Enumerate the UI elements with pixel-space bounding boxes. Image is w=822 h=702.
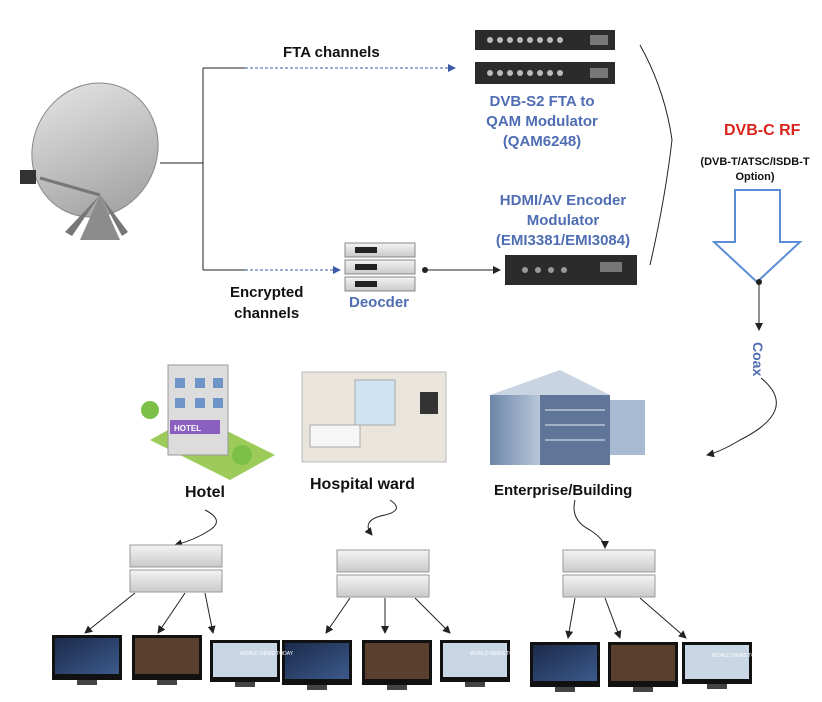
encoder-line1: HDMI/AV Encoder	[499, 192, 627, 209]
television-icon	[52, 635, 752, 692]
hospital-to-stb-arrow	[364, 499, 397, 536]
hospital-ward-photo	[301, 371, 447, 463]
rf-down-arrow	[706, 189, 803, 458]
satellite-dish-icon	[20, 82, 159, 240]
encoder-line2: Modulator	[526, 212, 600, 229]
hotel-to-stb-arrow	[174, 509, 217, 548]
enterprise-building-icon	[490, 370, 645, 465]
signal-lines	[160, 67, 245, 271]
rf-option-line1: (DVB-T/ATSC/ISDB-T	[700, 156, 810, 168]
tv-banner-3: WORLD NEWS TODAY	[712, 653, 766, 659]
tv-banner-2: WORLD NEWS TODAY	[470, 651, 524, 657]
set-top-box-icon	[129, 544, 656, 598]
modulator-line1: DVB-S2 FTA to	[489, 93, 595, 110]
enterprise-to-stb-arrow	[573, 499, 609, 549]
rf-option-label: (DVB-T/ATSC/ISDB-T Option)	[690, 155, 820, 185]
tv-banner-1: WORLD NEWS TODAY	[240, 651, 294, 657]
decoder-box-icon	[344, 242, 416, 292]
decoder-label: Deocder	[349, 294, 410, 311]
fta-channels-label: FTA channels	[283, 44, 380, 61]
encrypted-channels-label: Encrypted channels	[230, 282, 303, 324]
hospital-label: Hospital ward	[310, 476, 415, 493]
hotel-sign: HOTEL	[174, 424, 201, 433]
rf-option-line2: Option)	[735, 171, 775, 183]
modulator-line2: QAM Modulator	[486, 113, 598, 130]
modulator-label: DVB-S2 FTA to QAM Modulator (QAM6248)	[467, 92, 617, 152]
encoder-line3: (EMI3381/EMI3084)	[495, 232, 631, 249]
hotel-label: Hotel	[185, 484, 225, 501]
encrypted-line2: channels	[234, 305, 300, 322]
combine-bracket	[639, 44, 673, 266]
encrypted-line1: Encrypted	[230, 284, 304, 301]
rf-title: DVB-C RF	[724, 122, 801, 139]
hotel-building-icon	[141, 364, 275, 480]
stb-to-tv-arrows	[84, 592, 687, 639]
encoder-label: HDMI/AV Encoder Modulator (EMI3381/EMI30…	[478, 191, 648, 251]
encoder-modulator-icon	[505, 255, 637, 285]
enterprise-label: Enterprise/Building	[494, 482, 633, 499]
coax-label: Coax	[750, 342, 766, 377]
rack-modulator-icon	[475, 30, 615, 84]
modulator-line3: (QAM6248)	[502, 133, 582, 150]
